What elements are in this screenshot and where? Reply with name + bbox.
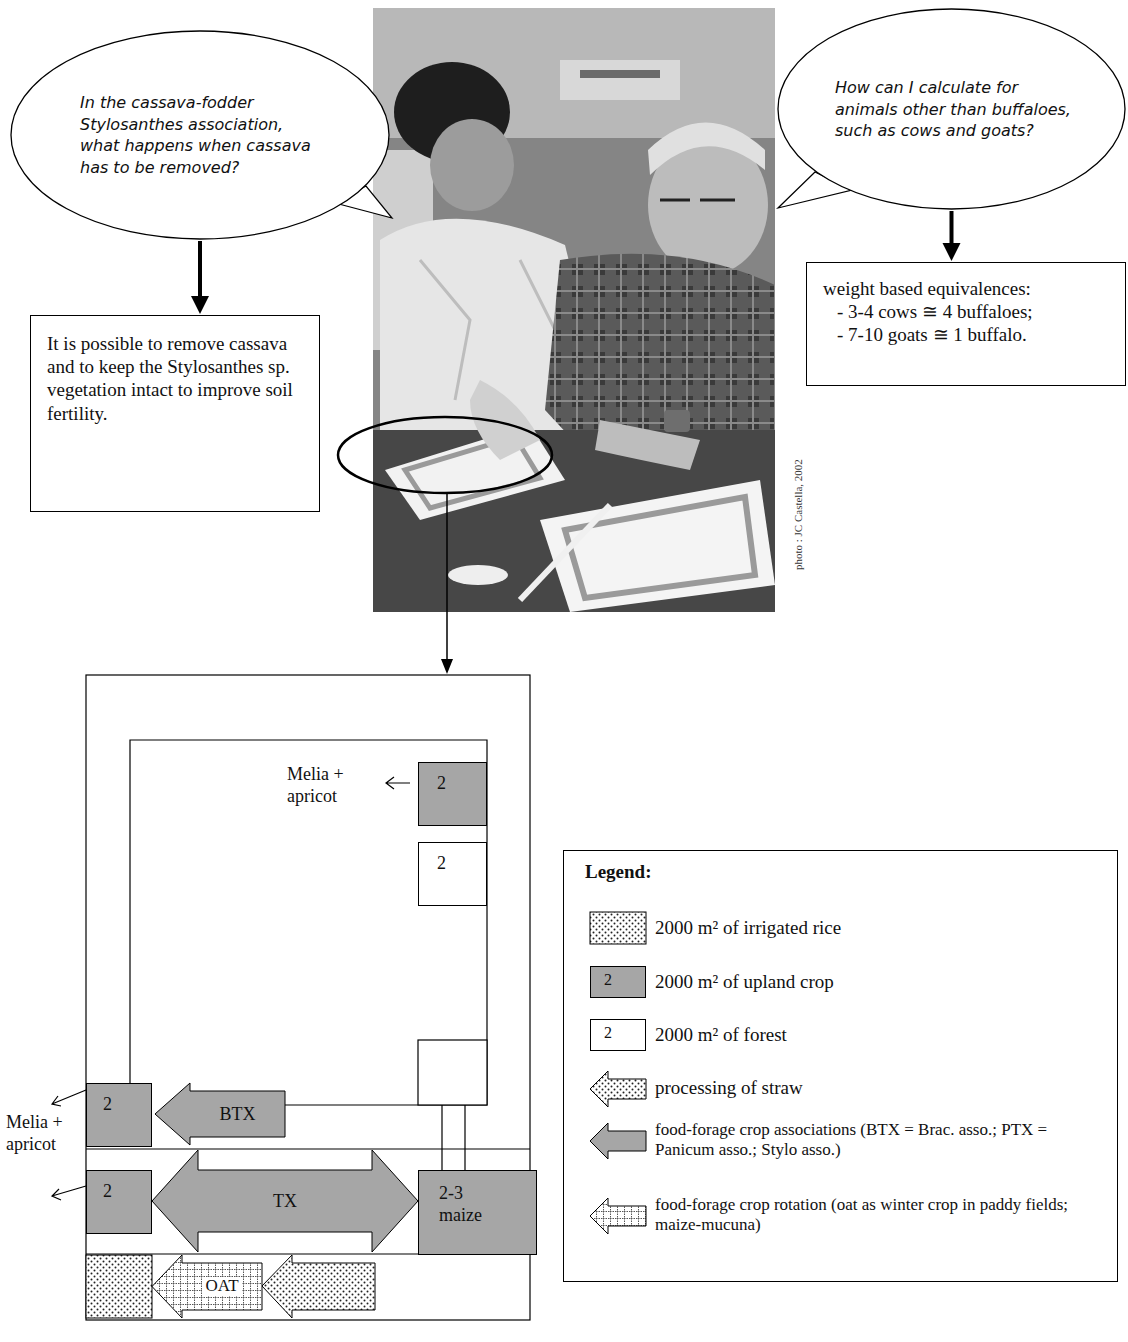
upland-plot: 2 <box>418 762 487 826</box>
speech-bubble: How can I calculate for animals other th… <box>777 8 1126 210</box>
node-text: BTX <box>220 1104 256 1125</box>
node-text: 2 <box>103 1094 147 1116</box>
node-text: How can I calculate for animals other th… <box>835 77 1075 142</box>
arrow-sample <box>590 1071 646 1107</box>
text-holder: OAT <box>202 1277 241 1296</box>
text-holder: In the cassava-fodder Stylosanthes assoc… <box>80 92 318 178</box>
text-holder: How can I calculate for animals other th… <box>835 77 1075 142</box>
text-holder: 2 <box>437 853 482 875</box>
node-text: - 7-10 goats ≅ 1 buffalo. <box>823 323 1117 346</box>
legend-text: food-forage crop associations (BTX = Bra… <box>655 1120 1105 1161</box>
node-text: weight based equivalences: <box>823 277 1117 300</box>
arrow-sample <box>590 1198 646 1234</box>
legend-sample <box>589 1070 647 1108</box>
legend-sample <box>589 1197 647 1235</box>
association-arrow: BTX <box>155 1083 285 1145</box>
paddy-plot <box>86 1255 152 1318</box>
bubble-ellipse <box>778 9 1125 209</box>
empty-plot <box>418 1040 487 1105</box>
node-text: OAT <box>202 1277 241 1296</box>
node-text: 2 <box>437 853 482 875</box>
arrow-shape <box>152 1255 262 1318</box>
text-holder: weight based equivalences:- 3-4 cows ≅ 4… <box>823 277 1117 347</box>
farm-frame <box>86 675 530 1320</box>
speech-bubble: In the cassava-fodder Stylosanthes assoc… <box>10 30 390 240</box>
connector-line <box>198 241 202 298</box>
leader-arrow <box>52 777 410 1200</box>
text-holder: 2-3 maize <box>439 1183 487 1227</box>
text-holder: 2 <box>103 1181 147 1203</box>
connector-line <box>950 211 954 245</box>
legend-text: food-forage crop rotation (oat as winter… <box>655 1195 1105 1236</box>
connector-arrow <box>943 211 961 261</box>
rice-sample <box>590 912 646 944</box>
node-text: - 3-4 cows ≅ 4 buffaloes; <box>823 300 1117 323</box>
legend-swatch <box>590 966 646 998</box>
legend-sample <box>589 1122 647 1160</box>
legend-text: processing of straw <box>655 1077 1105 1100</box>
legend-swatch <box>590 1019 646 1051</box>
legend-text: 2000 m² of upland crop <box>655 971 1105 994</box>
association-arrow: TX <box>152 1150 418 1252</box>
legend-title: Legend: <box>585 861 652 884</box>
arrow-sample <box>590 1123 646 1159</box>
label: 2 <box>604 970 612 989</box>
answer-box: It is possible to remove cassava and to … <box>30 315 320 512</box>
node-text: 2-3 maize <box>439 1183 487 1227</box>
arrow-shape <box>155 1083 285 1145</box>
legend-text: 2000 m² of irrigated rice <box>655 917 1105 940</box>
bubble-outline <box>10 30 390 240</box>
node-text: TX <box>273 1191 297 1212</box>
farm-path <box>130 740 487 1105</box>
rotation-arrow: OAT <box>152 1255 262 1318</box>
forest-plot: 2 <box>418 842 487 906</box>
connector-arrow <box>191 241 209 314</box>
arrow-head <box>943 243 961 261</box>
label: Melia + apricot <box>6 1112 84 1155</box>
node-text: 2 <box>103 1181 147 1203</box>
text-holder: TX <box>273 1191 297 1212</box>
leader-line <box>446 493 448 660</box>
upland-plot: 2 <box>86 1170 152 1234</box>
answer-box: weight based equivalences:- 3-4 cows ≅ 4… <box>806 262 1126 386</box>
legend-sample <box>589 910 647 948</box>
maize-plot: 2-3 maize <box>418 1170 537 1255</box>
text-holder: BTX <box>220 1104 256 1125</box>
arrow-head <box>191 296 209 314</box>
bubble-ellipse <box>11 31 389 239</box>
text-holder: It is possible to remove cassava and to … <box>47 332 301 425</box>
farm-path <box>442 1105 465 1170</box>
highlight-ellipse <box>338 417 552 493</box>
arrow-head <box>441 659 453 674</box>
arrow-shape <box>152 1150 418 1252</box>
text-holder: 2 <box>103 1094 147 1116</box>
node-text: It is possible to remove cassava and to … <box>47 332 301 425</box>
photo <box>373 8 775 612</box>
upland-plot: 2 <box>86 1083 152 1147</box>
label: Melia + apricot <box>287 764 375 807</box>
text-holder: 2 <box>437 773 482 795</box>
legend-text: 2000 m² of forest <box>655 1024 1105 1047</box>
straw-arrow <box>262 1255 375 1318</box>
label: 2 <box>604 1023 612 1042</box>
photo-credit: photo : JC Castella, 2002 <box>792 459 805 570</box>
node-text: In the cassava-fodder Stylosanthes assoc… <box>80 92 318 178</box>
node-text: 2 <box>437 773 482 795</box>
